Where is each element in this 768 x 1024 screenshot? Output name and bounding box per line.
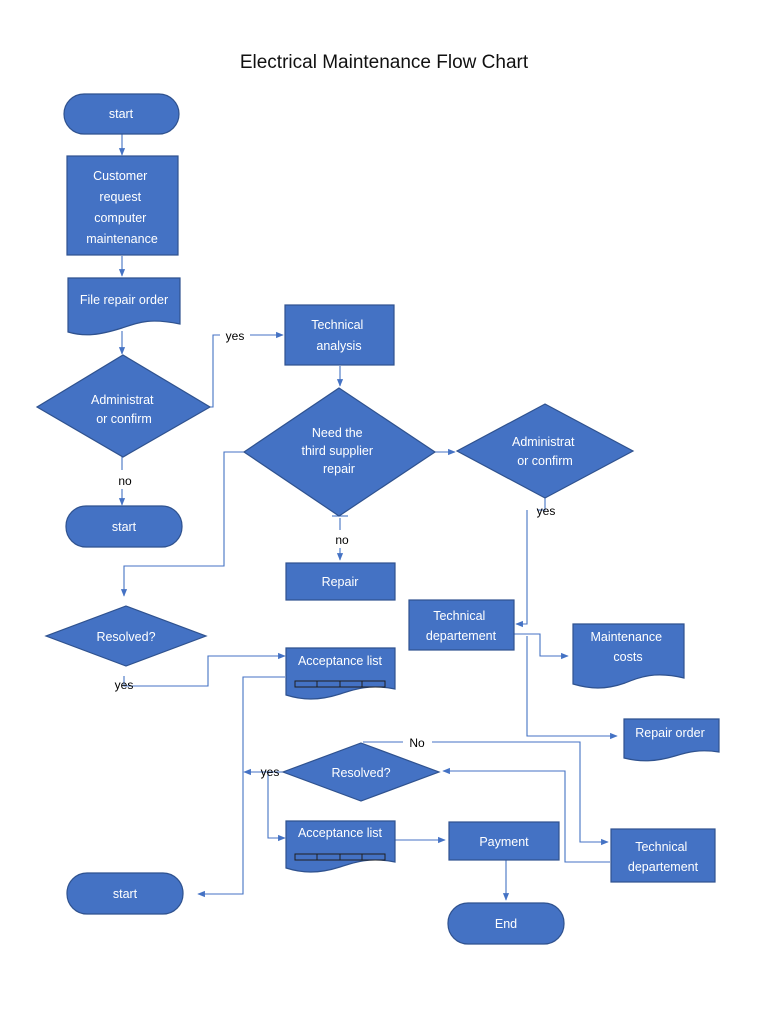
acceptance-list-1-table-icon bbox=[294, 680, 386, 688]
edge-label-yes4: yes bbox=[261, 765, 280, 779]
edge-label-yes3: yes bbox=[115, 678, 134, 692]
node-start-3: start bbox=[66, 872, 184, 915]
node-admin-confirm-1: Administrat or confirm bbox=[35, 354, 212, 458]
edge-need-resolved1 bbox=[120, 451, 245, 597]
edge-label-No3: No bbox=[409, 736, 425, 750]
node-need-third-supplier: Need the third supplier repair bbox=[242, 387, 437, 517]
node-repair-order-label: Repair order bbox=[635, 726, 704, 740]
node-repair-label: Repair bbox=[322, 575, 359, 589]
node-maintenance-costs: Maintenance costs bbox=[572, 623, 685, 689]
node-technical-departement-2-label: Technical departement bbox=[628, 840, 699, 874]
node-acceptance-list-1-label: Acceptance list bbox=[298, 654, 383, 668]
node-start-1: start bbox=[63, 93, 180, 135]
node-technical-analysis: Technical analysis bbox=[284, 304, 395, 366]
edge-acceptance-start3 bbox=[197, 676, 285, 898]
node-start-3-label: start bbox=[113, 887, 138, 901]
edge-resolved1-acceptance bbox=[123, 652, 286, 687]
node-admin-confirm-2: Administrat or confirm bbox=[455, 403, 635, 499]
node-maintenance-costs-label: Maintenance costs bbox=[590, 630, 665, 664]
edge-resolved2-techdept2-no bbox=[363, 741, 608, 842]
edge-label-no2: no bbox=[335, 533, 349, 547]
node-resolved-1-label: Resolved? bbox=[96, 630, 155, 644]
node-payment: Payment bbox=[448, 821, 560, 861]
node-acceptance-list-1: Acceptance list bbox=[285, 647, 396, 700]
edge-label-yes1: yes bbox=[226, 329, 245, 343]
edge-techdept2-resolved2 bbox=[442, 767, 610, 863]
node-admin-confirm-1-label: Administrat or confirm bbox=[91, 393, 157, 426]
node-acceptance-list-2: Acceptance list bbox=[285, 820, 396, 873]
node-customer-request: Customer request computer maintenance bbox=[66, 155, 179, 256]
node-end-label: End bbox=[495, 917, 517, 931]
acceptance-list-2-table-icon bbox=[294, 853, 386, 861]
node-technical-analysis-label: Technical analysis bbox=[311, 318, 367, 353]
edge-resolved2-acceptance2-yes bbox=[267, 771, 286, 842]
node-payment-label: Payment bbox=[479, 835, 529, 849]
edge-techdept-repairorder bbox=[526, 636, 618, 740]
diagram-title: Electrical Maintenance Flow Chart bbox=[240, 52, 529, 73]
edge-admin1-tech-yes bbox=[209, 335, 283, 408]
node-need-third-supplier-label: Need the third supplier repair bbox=[301, 426, 376, 476]
node-resolved-2: Resolved? bbox=[281, 742, 441, 802]
node-technical-departement-1-label: Technical departement bbox=[426, 609, 497, 643]
node-start-1-label: start bbox=[109, 107, 134, 121]
node-file-repair-order-label: File repair order bbox=[80, 293, 168, 307]
edge-techdept-maint bbox=[514, 633, 569, 660]
node-resolved-2-label: Resolved? bbox=[331, 766, 390, 780]
node-technical-departement-2: Technical departement bbox=[610, 828, 716, 883]
node-repair-order: Repair order bbox=[623, 718, 720, 762]
node-file-repair-order: File repair order bbox=[67, 277, 181, 336]
node-repair: Repair bbox=[285, 562, 396, 601]
node-acceptance-list-2-label: Acceptance list bbox=[298, 826, 383, 840]
edge-label-yes2: yes bbox=[537, 504, 556, 518]
edge-label-no1: no bbox=[118, 474, 132, 488]
node-admin-confirm-2-label: Administrat or confirm bbox=[512, 435, 578, 468]
node-end: End bbox=[447, 902, 565, 945]
node-start-2-label: start bbox=[112, 520, 137, 534]
edge-admin2-techdept-yes bbox=[516, 498, 546, 624]
node-technical-departement-1: Technical departement bbox=[408, 599, 515, 651]
node-start-2: start bbox=[65, 505, 183, 548]
node-resolved-1: Resolved? bbox=[44, 605, 208, 667]
node-customer-request-label: Customer request computer maintenance bbox=[86, 169, 158, 246]
